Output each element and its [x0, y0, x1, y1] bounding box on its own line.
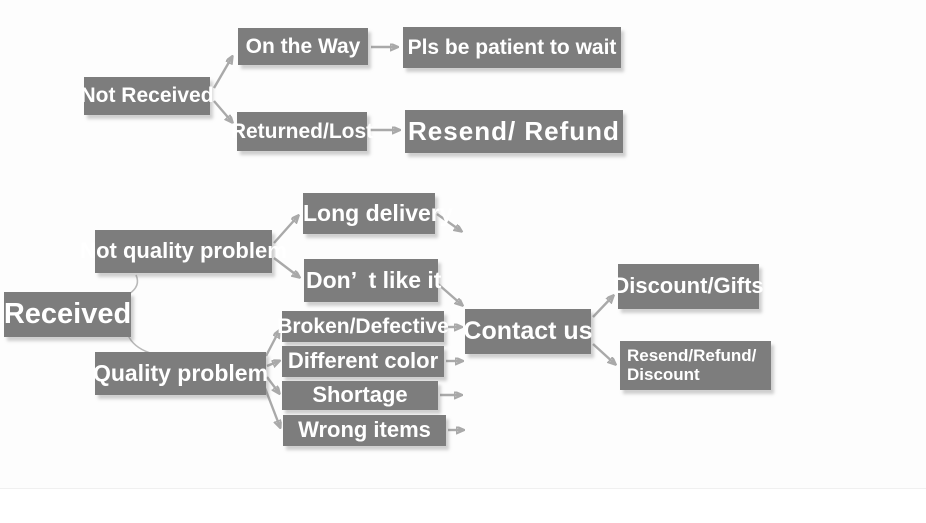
node-resend-refund: Resend/ Refund: [405, 110, 623, 153]
node-quality-problem: Quality problem: [93, 352, 268, 395]
arrow-not-received-returned-lost: [213, 100, 232, 122]
image-bottom-edge: [0, 488, 926, 489]
node-resend-refund-discount-line1: Resend/Refund/: [627, 345, 757, 365]
node-different-color: Different color: [282, 346, 444, 377]
arrow-quality-different: [266, 361, 279, 366]
node-resend-refund-discount-line2: Discount: [627, 364, 700, 384]
node-long-delivery: Long delivery: [303, 193, 453, 234]
node-on-the-way: On the Way: [238, 28, 368, 65]
node-pls-be-patient: Pls be patient to wait: [403, 27, 621, 68]
node-broken-defective: Broken/Defective: [277, 311, 449, 342]
arrow-not-received-on-the-way: [212, 57, 232, 89]
node-contact-us: Contact us: [463, 309, 593, 354]
arrow-dont-like-contact: [437, 283, 462, 305]
arrow-quality-shortage: [266, 376, 279, 393]
node-returned-lost: Returned/Lost: [231, 112, 373, 151]
node-not-received: Not Received: [80, 77, 214, 115]
node-not-quality-problem: Not quality problem: [80, 230, 287, 273]
node-shortage: Shortage: [282, 381, 438, 410]
arrow-contact-discount-gifts: [592, 296, 613, 318]
arrow-contact-resend-discount: [592, 343, 615, 364]
arrow-quality-wrong: [263, 387, 280, 427]
node-received: Received: [4, 292, 131, 337]
node-dont-like-it: Don’ t like it: [304, 259, 441, 302]
node-resend-refund-discount: Resend/Refund/ Discount: [620, 341, 771, 390]
node-discount-gifts: Discount/Gifts: [613, 264, 764, 309]
area-below-image: [0, 489, 926, 523]
node-wrong-items: Wrong items: [283, 415, 446, 446]
connector-received-quality: [127, 334, 151, 354]
